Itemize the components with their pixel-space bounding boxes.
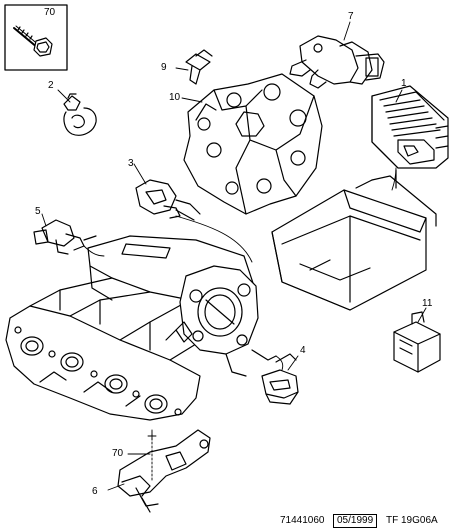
relay-part-11 xyxy=(393,311,441,373)
footer-ref-number: 71441060 xyxy=(280,515,325,526)
sensor-part-4 xyxy=(261,353,299,405)
callout-70-top: 70 xyxy=(44,7,56,18)
footer-date: 05/1999 xyxy=(333,514,378,528)
sensor-part-3 xyxy=(135,179,201,221)
callout-1: 1 xyxy=(401,78,407,89)
screw-inset-box xyxy=(4,4,68,71)
callout-11: 11 xyxy=(422,298,433,309)
callout-70-bottom: 70 xyxy=(112,448,124,459)
housing-upper xyxy=(183,73,323,215)
callout-6: 6 xyxy=(92,486,98,497)
callout-3: 3 xyxy=(128,158,134,169)
knock-sensor-part-2 xyxy=(63,93,97,136)
throttle-body xyxy=(165,265,277,377)
actuator-part-7 xyxy=(289,35,385,89)
callout-9: 9 xyxy=(161,62,167,73)
ecu-part-1 xyxy=(371,85,449,169)
temperature-sensor-part-9 xyxy=(185,49,213,85)
callout-4: 4 xyxy=(300,345,306,356)
map-sensor-part-5 xyxy=(33,219,97,255)
callout-7: 7 xyxy=(348,11,354,22)
footer-code: TF 19G06A xyxy=(386,515,438,526)
leader-lines xyxy=(41,21,427,491)
ecu-tray xyxy=(271,169,437,311)
callout-10: 10 xyxy=(169,92,181,103)
bracket-part-6 xyxy=(117,429,211,513)
callout-5: 5 xyxy=(35,206,41,217)
screw-part-70 xyxy=(13,25,53,57)
callout-2: 2 xyxy=(48,80,54,91)
